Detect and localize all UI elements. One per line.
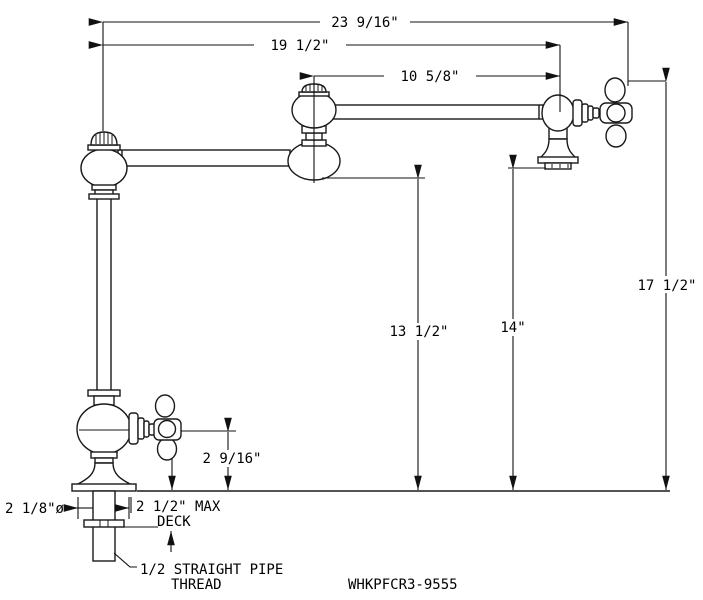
left-swivel-joint (80, 131, 128, 200)
dimension-labels: 23 9/16" 19 1/2" 10 5/8" 13 1/2" 14" 17 … (5, 15, 697, 593)
thread-leader (113, 552, 137, 568)
base-cross-handle (153, 394, 182, 461)
escutcheon (71, 451, 137, 492)
handle-bottom-lobe (605, 124, 627, 148)
base-handle-hub-boss (157, 419, 177, 439)
dim-spout-reach-label: 19 1/2" (270, 38, 329, 54)
handle-hub-boss (606, 103, 626, 123)
dim-base-diameter-label: 2 1/8"ø (5, 501, 65, 517)
dim-outlet-height-label: 14" (500, 320, 525, 336)
thread-note-line2: THREAD (171, 577, 222, 593)
handle-top-lobe (604, 77, 626, 103)
thread-note-line1: 1/2 STRAIGHT PIPE (140, 562, 283, 578)
spout-cross-handle (599, 77, 633, 148)
faucet-body (71, 77, 670, 562)
spout-valve (537, 94, 600, 170)
lower-arm (117, 149, 291, 167)
base-handle-top-lobe (154, 394, 176, 418)
base-valve-ball (76, 403, 132, 455)
spout-valve-ball (541, 94, 575, 132)
dim-overall-reach-label: 23 9/16" (331, 15, 398, 31)
escutcheon-bell (75, 462, 133, 486)
locknut-washer (83, 519, 125, 528)
aerator (544, 162, 572, 170)
dim-upper-arm-label: 10 5/8" (400, 69, 459, 85)
base-valve (76, 389, 156, 455)
model-number: WHKPFCR3-9555 (348, 577, 458, 593)
label-backgrounds (196, 14, 703, 467)
left-joint-ball (80, 148, 128, 188)
spout-bell (538, 138, 578, 159)
deck-note-line2: DECK (157, 514, 191, 530)
base-handle-bottom-lobe (156, 437, 178, 461)
supply-pipe (83, 490, 125, 562)
dim-arm-height-label: 13 1/2" (389, 324, 448, 340)
spout-rim (537, 156, 579, 164)
upper-arm (331, 104, 544, 120)
escutcheon-rim (71, 483, 137, 492)
riser-column (96, 196, 112, 396)
dim-overall-height-label: 17 1/2" (637, 278, 696, 294)
dim-handle-height-label: 2 9/16" (202, 451, 261, 467)
deck-note-line1: 2 1/2" MAX (136, 499, 221, 515)
